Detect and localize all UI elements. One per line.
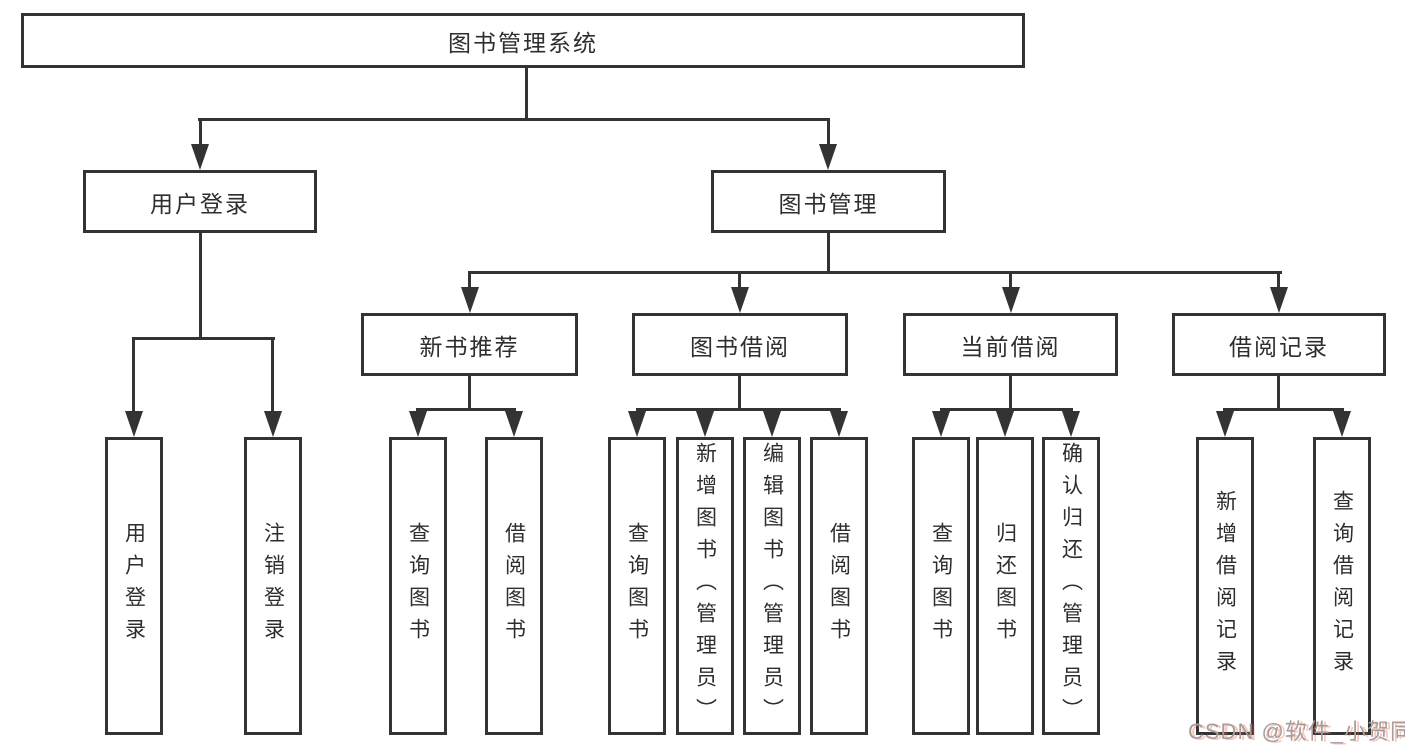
node-label: 用户登录 [122, 522, 146, 650]
arrow-down-icon [1333, 411, 1351, 437]
node-label: 新增借阅记录 [1213, 490, 1237, 682]
node-borrow-record: 借阅记录 [1172, 313, 1386, 376]
node-label: 查询图书 [625, 522, 649, 650]
csdn-watermark: CSDN @软件_小贺同学 [1188, 719, 1405, 744]
node-leaf-logout: 注销登录 [244, 437, 302, 735]
node-label: 用户登录 [150, 190, 250, 217]
arrow-down-icon [819, 144, 837, 170]
node-label: 新增图书（管理员） [693, 442, 717, 730]
connector-stem [1277, 271, 1280, 290]
arrow-down-icon [1062, 411, 1080, 437]
connector-book-mgmt-stub [827, 233, 830, 274]
arrow-down-icon [264, 411, 282, 437]
node-leaf-br-add-record: 新增借阅记录 [1196, 437, 1254, 735]
arrow-down-icon [125, 411, 143, 437]
arrow-down-icon [628, 411, 646, 437]
connector-user-login-stub [199, 233, 202, 338]
arrow-down-icon [1002, 287, 1020, 313]
connector-stem [827, 118, 830, 146]
node-book-management: 图书管理 [711, 170, 946, 233]
node-label: 编辑图书（管理员） [760, 442, 784, 730]
node-user-login: 用户登录 [83, 170, 317, 233]
node-label: 查询图书 [929, 522, 953, 650]
node-label: 确认归还（管理员） [1059, 442, 1083, 730]
node-current-borrow: 当前借阅 [903, 313, 1118, 376]
arrow-down-icon [505, 411, 523, 437]
connector-br-horizontal [1223, 408, 1344, 411]
node-leaf-bb-edit-books: 编辑图书（管理员） [743, 437, 801, 735]
connector-bb-horizontal [636, 408, 841, 411]
node-leaf-bb-borrow-books: 借阅图书 [810, 437, 868, 735]
arrow-down-icon [996, 411, 1014, 437]
node-leaf-br-query-record: 查询借阅记录 [1313, 437, 1371, 735]
node-leaf-user-login: 用户登录 [105, 437, 163, 735]
connector-root-horizontal [198, 118, 830, 121]
connector-stem [271, 337, 274, 413]
node-label: 图书借阅 [690, 333, 790, 360]
arrow-down-icon [461, 287, 479, 313]
node-book-borrow: 图书借阅 [632, 313, 848, 376]
connector-book-mgmt-horizontal [468, 271, 1282, 274]
node-label: 借阅记录 [1229, 333, 1329, 360]
connector-stem [738, 271, 741, 290]
node-leaf-rec-borrow-books: 借阅图书 [485, 437, 543, 735]
connector-br-stub [1277, 376, 1280, 411]
arrow-down-icon [763, 411, 781, 437]
node-new-book-recommend: 新书推荐 [361, 313, 578, 376]
node-label: 查询图书 [406, 522, 430, 650]
node-leaf-bb-query-books: 查询图书 [608, 437, 666, 735]
arrow-down-icon [1270, 287, 1288, 313]
connector-root-stub [525, 68, 528, 120]
connector-bb-stub [738, 376, 741, 411]
node-library-management-system: 图书管理系统 [21, 13, 1025, 68]
connector-cb-stub [1009, 376, 1012, 411]
node-label: 图书管理 [778, 190, 879, 217]
arrow-down-icon [731, 287, 749, 313]
node-leaf-cb-return-books: 归还图书 [976, 437, 1034, 735]
node-label: 查询借阅记录 [1330, 490, 1354, 682]
arrow-down-icon [696, 411, 714, 437]
arrow-down-icon [191, 144, 209, 170]
connector-rec-stub [468, 376, 471, 411]
node-label: 借阅图书 [502, 522, 526, 650]
node-label: 归还图书 [993, 522, 1017, 650]
arrow-down-icon [932, 411, 950, 437]
node-label: 注销登录 [261, 522, 285, 650]
arrow-down-icon [1216, 411, 1234, 437]
node-label: 当前借阅 [960, 333, 1061, 360]
node-label: 图书管理系统 [448, 29, 598, 56]
connector-stem [468, 271, 471, 290]
connector-stem [1009, 271, 1012, 290]
connector-rec-horizontal [416, 408, 516, 411]
arrow-down-icon [830, 411, 848, 437]
node-label: 借阅图书 [827, 522, 851, 650]
arrow-down-icon [409, 411, 427, 437]
node-leaf-cb-query-books: 查询图书 [912, 437, 970, 735]
connector-stem [199, 118, 202, 146]
node-leaf-cb-confirm-return: 确认归还（管理员） [1042, 437, 1100, 735]
connector-user-login-horizontal [132, 337, 275, 340]
node-leaf-bb-add-books: 新增图书（管理员） [676, 437, 734, 735]
connector-stem [132, 337, 135, 413]
node-label: 新书推荐 [419, 333, 520, 360]
node-leaf-rec-query-books: 查询图书 [389, 437, 447, 735]
